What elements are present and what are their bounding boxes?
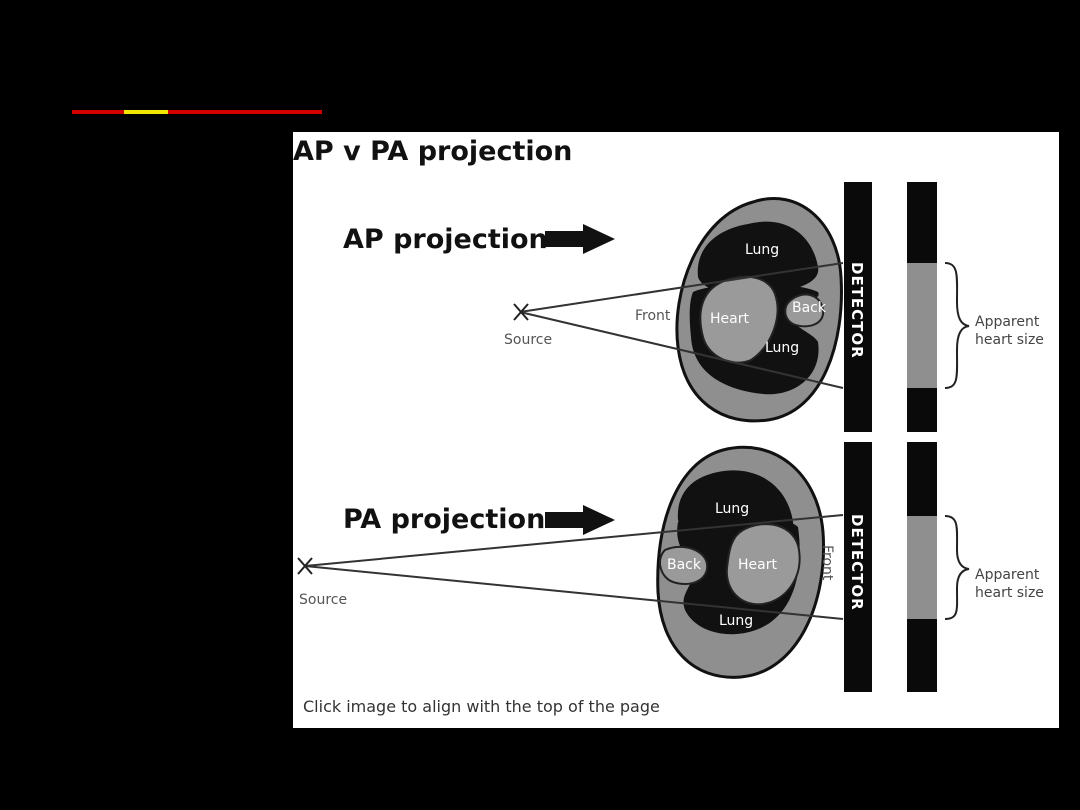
pa-detector-label: DETECTOR <box>848 514 866 611</box>
accent-bar-red-right <box>168 110 322 114</box>
ap-back-label: Back <box>792 300 827 316</box>
pa-heart-label: Heart <box>738 557 777 573</box>
ap-heading: AP projection <box>343 224 548 255</box>
ap-lung-top <box>697 221 819 294</box>
pa-source-x-icon <box>297 557 313 575</box>
ap-heart <box>699 275 779 364</box>
ap-source-x-icon <box>513 303 529 321</box>
ap-detector <box>844 182 872 432</box>
accent-bar-red-left <box>72 110 124 114</box>
ap-heart-label: Heart <box>710 311 749 327</box>
pa-beam-lower <box>304 565 844 620</box>
pa-apparent-line2: heart size <box>975 585 1044 601</box>
projection-diagram: AP v PA projection AP projection Sourc <box>293 136 1044 716</box>
pa-arrow-icon <box>545 505 615 535</box>
figure-caption: Click image to align with the top of the… <box>303 697 660 716</box>
pa-beam-upper <box>304 514 844 567</box>
ap-lung-bottom-label: Lung <box>765 340 799 356</box>
pa-back-label: Back <box>667 557 702 573</box>
ap-lung-top-label: Lung <box>745 242 779 258</box>
ap-detector-label: DETECTOR <box>848 262 866 359</box>
pa-back-bump <box>658 545 709 585</box>
ap-front-label: Front <box>635 308 671 324</box>
pa-brace <box>944 515 970 620</box>
pa-source-label: Source <box>299 592 347 608</box>
pa-detector <box>844 442 872 692</box>
ap-beam-lower <box>519 311 844 389</box>
ap-back-bump <box>784 293 825 328</box>
ap-apparent-line2: heart size <box>975 332 1044 348</box>
ap-brace <box>944 262 970 389</box>
figure-title: AP v PA projection <box>293 136 572 167</box>
pa-front-label: Front <box>819 545 835 581</box>
ap-heart-shadow <box>907 263 937 388</box>
pa-heading: PA projection <box>343 504 545 535</box>
pa-section: PA projection Source Lung Back Heart Lun… <box>297 442 1044 692</box>
pa-apparent-line1: Apparent <box>975 567 1040 583</box>
pa-heart-shadow <box>907 516 937 619</box>
accent-bar <box>72 110 322 114</box>
ap-arrow-icon <box>545 224 615 254</box>
pa-heart <box>725 523 801 606</box>
accent-bar-yellow <box>124 110 168 114</box>
ap-section: AP projection Source Front Lung Hear <box>343 182 1044 432</box>
ap-apparent-line1: Apparent <box>975 314 1040 330</box>
ap-beam-upper <box>519 262 844 313</box>
pa-lung-bottom-label: Lung <box>719 613 753 629</box>
ap-source-label: Source <box>504 332 552 348</box>
pa-lung-top-label: Lung <box>715 501 749 517</box>
projection-figure[interactable]: AP v PA projection AP projection Sourc <box>293 132 1059 728</box>
